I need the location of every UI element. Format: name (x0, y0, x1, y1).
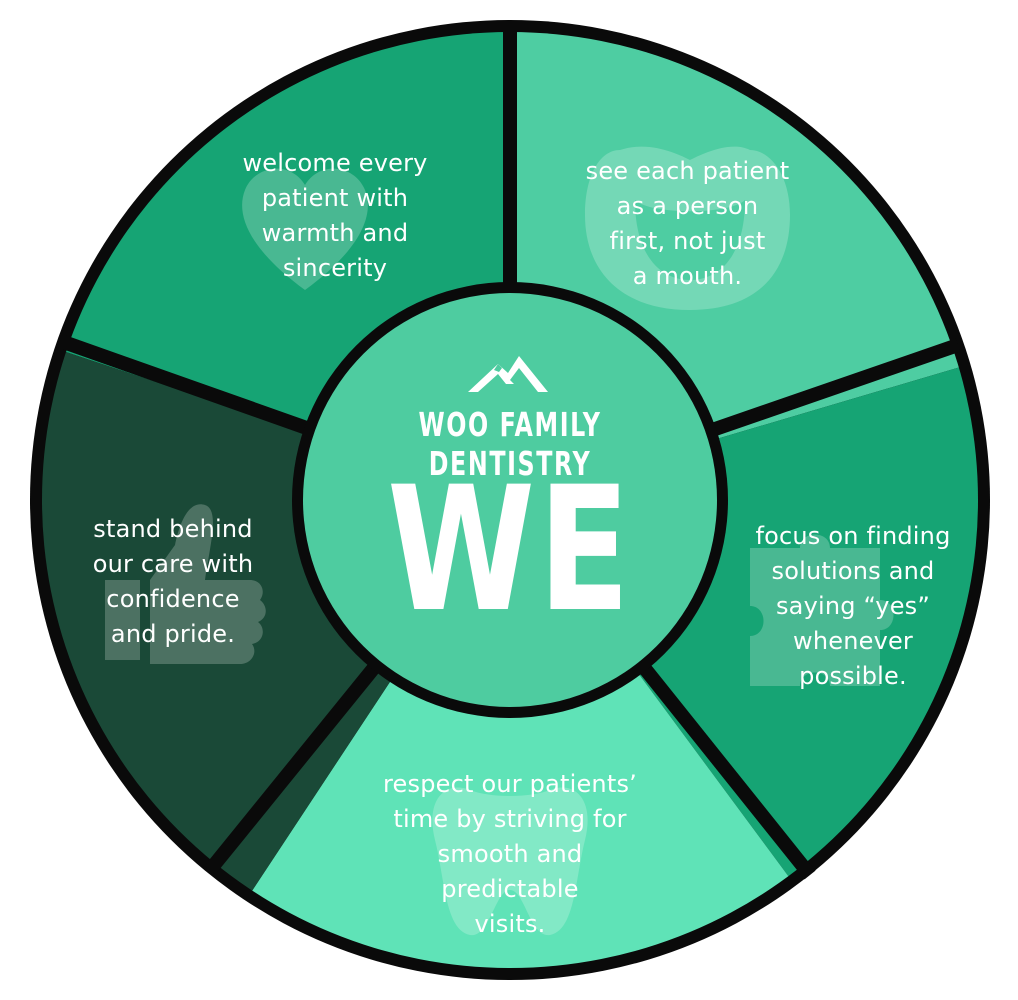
segment-stand-text: stand behind our care with confidence an… (92, 515, 254, 648)
segment-person-text: see each patient as a person first, not … (585, 157, 790, 290)
mouth-icon (585, 146, 790, 310)
center-title: WE (387, 449, 633, 650)
segment-respect-text: respect our patients’ time by striving f… (383, 770, 637, 938)
segment-welcome-text: welcome every patient with warmth and si… (242, 149, 428, 282)
brand-name: WOO FAMILY DENTISTRY (418, 405, 602, 483)
segment-respect (180, 500, 880, 968)
center-circle (303, 293, 717, 707)
heart-icon (242, 168, 368, 290)
puzzle-icon (750, 534, 894, 686)
mountain-logo-icon (468, 356, 548, 392)
segment-focus-text: focus on finding solutions and saying “y… (755, 522, 951, 690)
thumbs-up-icon (105, 504, 266, 664)
tooth-icon (432, 787, 588, 936)
